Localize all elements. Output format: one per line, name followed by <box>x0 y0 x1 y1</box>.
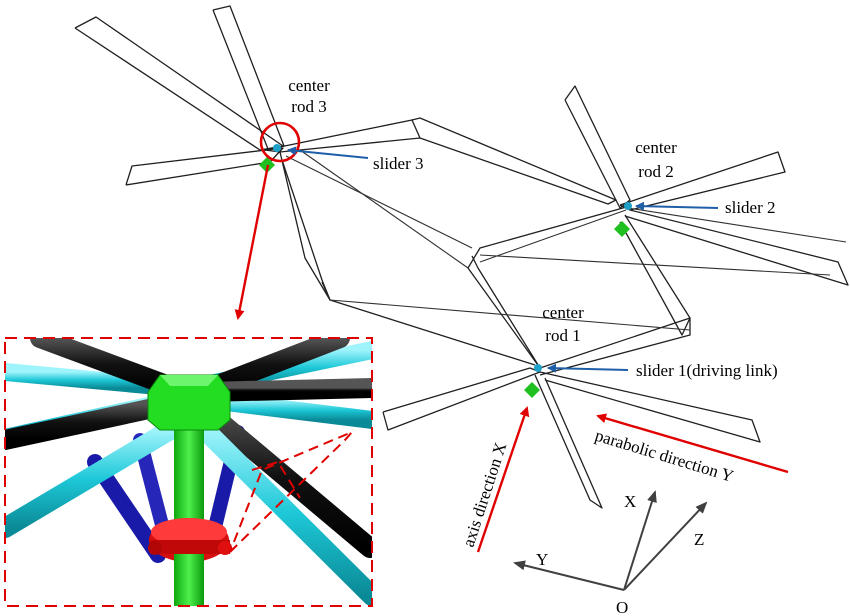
slider-leader-lines <box>287 146 719 373</box>
center-rod-1-line1: center <box>542 303 584 322</box>
center-rod-1-label: center rod 1 <box>542 303 584 345</box>
unit-1-truss <box>321 255 761 509</box>
callout-arrow <box>234 164 270 320</box>
slider-3-label: slider 3 <box>373 154 424 173</box>
center-rod-1-line2: rod 1 <box>545 326 580 345</box>
center-rod-2-label: center rod 2 <box>635 138 677 181</box>
unit-3-truss <box>74 5 473 301</box>
coordinate-triad: X Y Z O <box>513 490 708 616</box>
x-axis-arrow <box>623 490 657 591</box>
zoom-box-border <box>4 337 373 607</box>
zoom-detail-panel <box>4 337 373 607</box>
slider-2-label: slider 2 <box>725 198 776 217</box>
y-axis-label: Y <box>536 550 548 569</box>
axis-direction-arrow <box>476 406 530 553</box>
slider-3-leader <box>287 146 369 159</box>
z-axis-label: Z <box>694 530 704 549</box>
origin-label: O <box>616 598 628 616</box>
zoom-callout <box>234 121 301 320</box>
slider-1-label: slider 1(driving link) <box>636 361 778 380</box>
slider-1-leader <box>547 363 629 373</box>
upper-connector <box>411 117 631 269</box>
highlight-circle <box>259 121 301 163</box>
center-rod-3-line1: center <box>288 76 330 95</box>
slider-marker-2 <box>614 202 632 237</box>
truss-wireframe <box>74 5 849 509</box>
center-rod-3-line2: rod 3 <box>291 97 326 116</box>
y-axis-arrow <box>513 560 625 591</box>
axis-direction-indicator: axis direction X <box>459 406 530 553</box>
unit-2-truss <box>479 85 849 336</box>
center-rod-3-label: center rod 3 <box>288 76 330 116</box>
center-rod-2-line2: rod 2 <box>638 162 673 181</box>
center-rod-2-line1: center <box>635 138 677 157</box>
parabolic-direction-arrow <box>596 413 789 474</box>
parabolic-direction-indicator: parabolic direction Y <box>593 413 789 486</box>
x-axis-label: X <box>624 492 636 511</box>
slider-2-leader <box>635 201 719 211</box>
slider-marker-1 <box>524 364 542 398</box>
z-axis-arrow <box>623 501 708 591</box>
